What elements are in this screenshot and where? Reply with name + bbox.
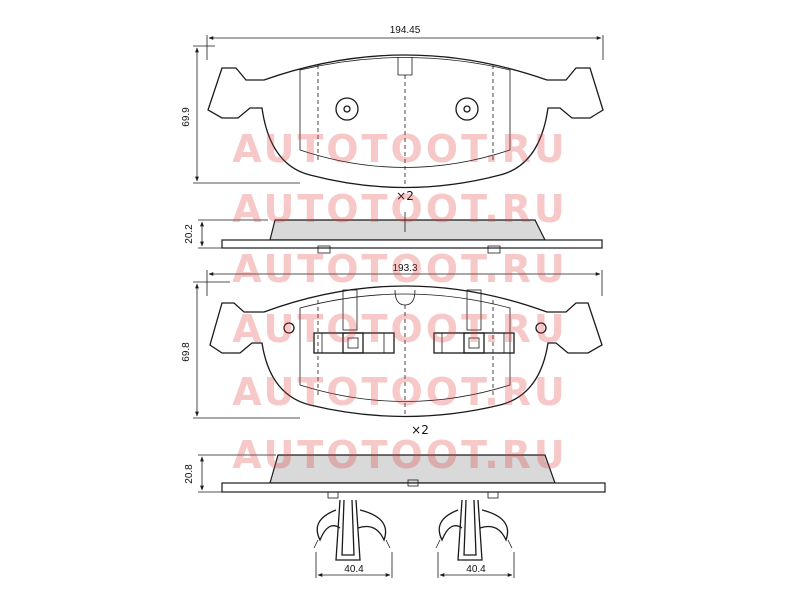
bottom-backing-plate	[209, 285, 603, 418]
bottom-pad-front-view: 193.3 69.8	[181, 263, 603, 419]
top-left-hole	[335, 97, 359, 121]
left-clip-width-label: 40.4	[344, 564, 364, 575]
bottom-side-plate	[221, 482, 606, 493]
watermark-text-4: AUTOTOOT.RU	[232, 307, 568, 351]
bottom-thickness-label: 20.8	[184, 464, 195, 484]
left-clip-side-view: 40.4	[313, 499, 393, 578]
top-right-hole	[455, 97, 479, 121]
bottom-multiplier: ×2	[411, 423, 429, 437]
bottom-left-clip	[313, 289, 395, 354]
watermark-text-1: AUTOTOOT.RU	[232, 127, 568, 171]
right-clip-width-label: 40.4	[466, 564, 486, 575]
top-thickness-label: 20.2	[184, 224, 195, 244]
bottom-height-label: 69.8	[181, 342, 192, 362]
bottom-right-pin-hole	[535, 322, 547, 334]
watermark-text-6: AUTOTOOT.RU	[232, 433, 568, 477]
top-multiplier: ×2	[396, 189, 414, 203]
right-clip-side-view: 40.4	[435, 499, 515, 578]
watermark-text-3: AUTOTOOT.RU	[232, 247, 568, 291]
top-center-slot	[397, 57, 413, 76]
bottom-right-clip	[433, 289, 515, 354]
watermark-layer: AUTOTOOT.RU AUTOTOOT.RU AUTOTOOT.RU AUTO…	[232, 127, 568, 477]
top-height-label: 69.9	[181, 107, 192, 127]
bottom-center-notch	[394, 289, 416, 306]
top-pad-side-view: 20.2	[184, 212, 603, 254]
top-backing-plate	[207, 54, 604, 189]
watermark-text-5: AUTOTOOT.RU	[232, 370, 568, 414]
watermark-text-2: AUTOTOOT.RU	[232, 187, 568, 231]
top-width-label: 194.45	[390, 25, 421, 36]
top-friction-outline	[299, 57, 511, 168]
top-pad-front-view: 194.45 69.9	[181, 25, 604, 189]
bottom-pad-side-view: 20.8	[184, 454, 606, 499]
bottom-left-pin-hole	[283, 322, 295, 334]
bottom-friction-outline	[299, 293, 511, 402]
top-side-plate	[221, 239, 603, 249]
bottom-width-label: 193.3	[392, 263, 417, 274]
